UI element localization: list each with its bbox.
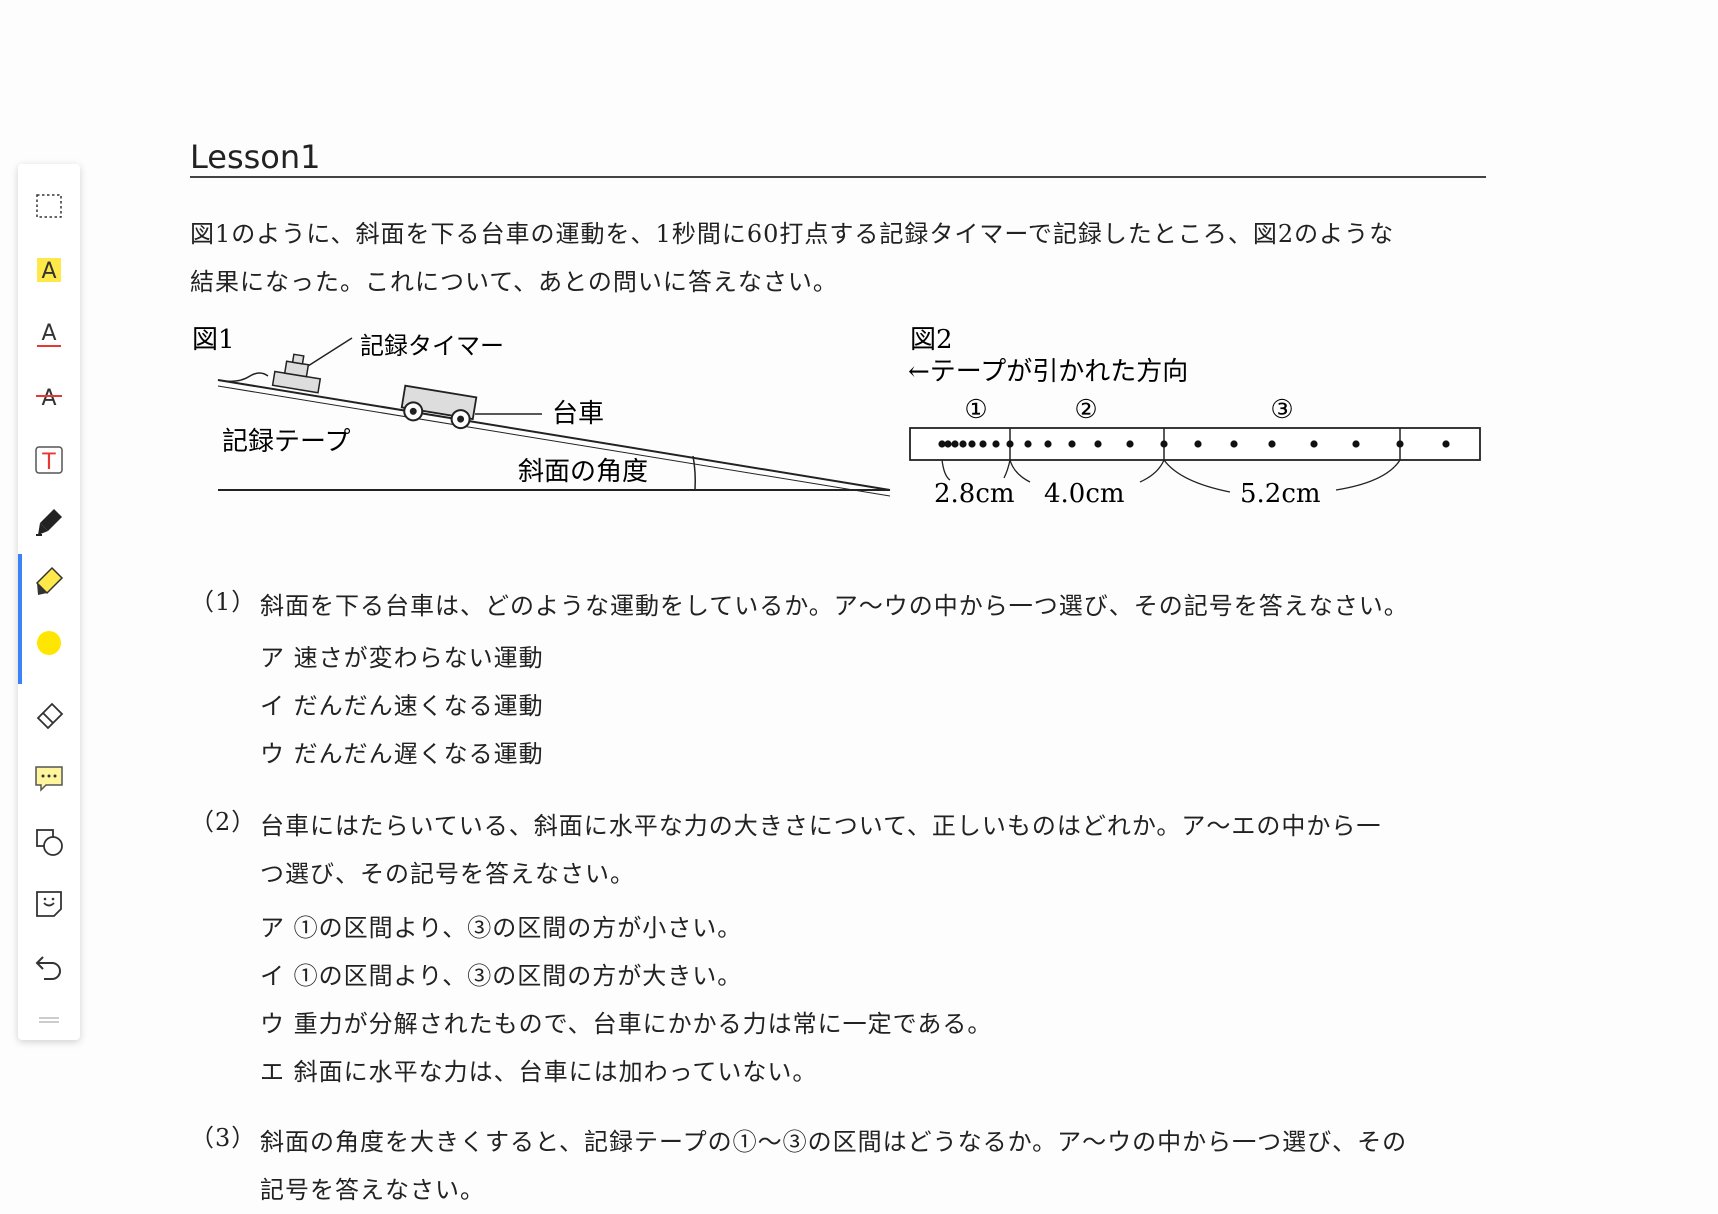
fig1-cart-label: 台車 — [552, 399, 604, 429]
dashed-rect-icon — [36, 194, 62, 218]
question-1-choice-c: ウ だんだん遅くなる運動 — [260, 740, 544, 768]
highlighter-tool[interactable] — [18, 554, 80, 684]
eraser-icon — [36, 702, 64, 730]
fig1-tape-label: 記録テープ — [222, 427, 350, 457]
fig2-section-1: ① — [964, 395, 987, 425]
intro-line-2: 結果になった。これについて、あとの問いに答えなさい。 — [190, 268, 838, 296]
question-2-choice-b: イ ①の区間より、③の区間の方が大きい。 — [260, 962, 743, 990]
text-box-tool[interactable]: T — [18, 434, 80, 486]
question-2-choice-d: エ 斜面に水平な力は、台車には加わっていない。 — [260, 1058, 818, 1086]
fig1-label: 図1 — [192, 325, 235, 355]
svg-text:T: T — [41, 450, 56, 475]
question-1-choice-a: ア 速さが変わらない運動 — [260, 644, 544, 672]
question-2-line-1: 台車にはたらいている、斜面に水平な力の大きさについて、正しいものはどれか。ア～エ… — [260, 812, 1382, 840]
question-2-choice-a: ア ①の区間より、③の区間の方が小さい。 — [260, 914, 743, 942]
undo-tool[interactable] — [18, 940, 80, 992]
fig2-direction-label: ←テープが引かれた方向 — [908, 357, 1188, 387]
fig2-length-3: 5.2cm — [1240, 479, 1321, 509]
question-3-text: 斜面の角度を大きくすると、記録テープの①～③の区間はどうなるか。ア～ウの中から一… — [260, 1118, 1490, 1214]
highlight-text-tool[interactable]: A — [18, 244, 80, 296]
fig1-angle-label: 斜面の角度 — [518, 457, 648, 487]
eraser-tool[interactable] — [18, 690, 80, 742]
text-underline-icon: A — [37, 321, 61, 347]
comment-icon — [35, 766, 63, 792]
color-dot-icon[interactable] — [32, 626, 66, 660]
undo-icon — [35, 956, 61, 980]
underline-text-tool[interactable]: A — [18, 308, 80, 360]
title-divider — [190, 176, 1486, 178]
fig2-label: 図2 — [910, 325, 953, 355]
svg-text:A: A — [41, 321, 56, 346]
intro-paragraph: 図1のように、斜面を下る台車の運動を、1秒間に60打点する記録タイマーで記録した… — [190, 210, 1490, 306]
question-2-choice-c: ウ 重力が分解されたもので、台車にかかる力は常に一定である。 — [260, 1010, 993, 1038]
strikethrough-text-tool[interactable]: A — [18, 370, 80, 422]
text-strikethrough-icon: A — [36, 386, 62, 411]
question-3-number: （3） — [190, 1124, 257, 1152]
question-2-text: 台車にはたらいている、斜面に水平な力の大きさについて、正しいものはどれか。ア～エ… — [260, 802, 1490, 898]
fig2-section-2: ② — [1074, 395, 1097, 425]
fig2-length-1: 2.8cm — [934, 479, 1015, 509]
fig1-timer-label: 記録タイマー — [360, 332, 504, 360]
fig2-length-2: 4.0cm — [1044, 479, 1125, 509]
sticker-tool[interactable] — [18, 878, 80, 930]
pen-icon — [36, 509, 62, 536]
drag-handle-icon[interactable] — [39, 1016, 59, 1024]
svg-text:A: A — [41, 386, 56, 411]
select-rect-tool[interactable] — [18, 180, 80, 232]
shapes-icon — [36, 829, 63, 856]
text-box-icon: T — [35, 446, 63, 475]
figures: 図1 記録タイマー 台車 記録テープ 斜面の角度 図2 ←テープが引かれた方向 — [192, 325, 1481, 509]
highlighter-icon — [35, 566, 64, 595]
question-2-number: （2） — [190, 808, 257, 836]
question-1-number: （1） — [190, 588, 257, 616]
annotation-toolbar: A A A T — [18, 164, 80, 1040]
sticker-icon — [36, 891, 62, 917]
question-2-line-2: つ選び、その記号を答えなさい。 — [260, 860, 635, 888]
fig2-section-3: ③ — [1270, 395, 1293, 425]
question-1-text: 斜面を下る台車は、どのような運動をしているか。ア～ウの中から一つ選び、その記号を… — [260, 592, 1409, 620]
intro-line-1: 図1のように、斜面を下る台車の運動を、1秒間に60打点する記録タイマーで記録した… — [190, 220, 1395, 248]
svg-text:A: A — [41, 259, 56, 284]
question-3-line-2: 記号を答えなさい。 — [260, 1176, 485, 1204]
question-1-choice-b: イ だんだん速くなる運動 — [260, 692, 544, 720]
pen-tool[interactable] — [18, 496, 80, 548]
lesson-title: Lesson1 — [190, 138, 321, 176]
shapes-tool[interactable] — [18, 816, 80, 868]
comment-tool[interactable] — [18, 752, 80, 804]
text-highlight-icon: A — [37, 258, 61, 284]
question-3-line-1: 斜面の角度を大きくすると、記録テープの①～③の区間はどうなるか。ア～ウの中から一… — [260, 1128, 1408, 1156]
